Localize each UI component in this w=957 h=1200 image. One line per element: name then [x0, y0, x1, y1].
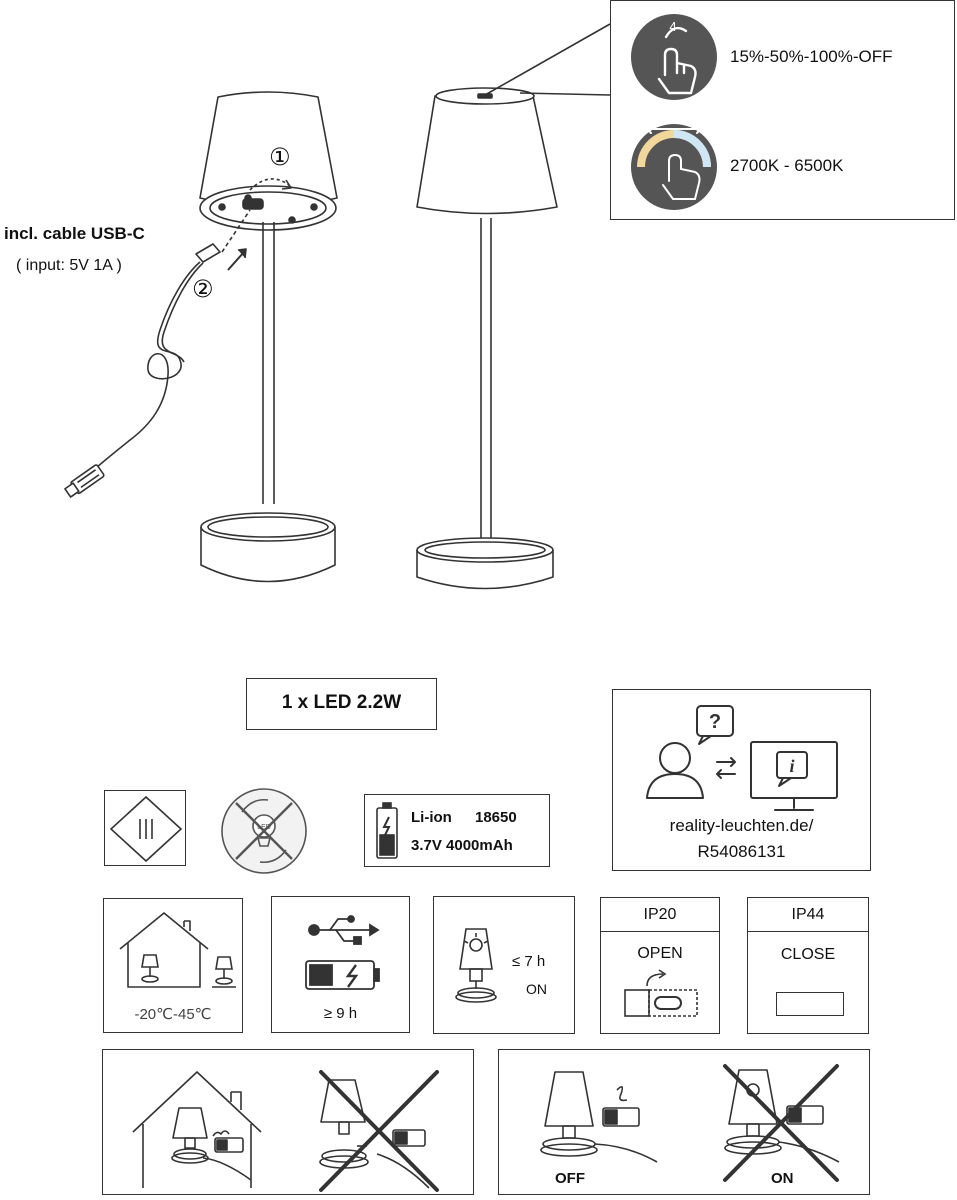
- battery-capacity: 3.7V 4000mAh: [411, 837, 513, 854]
- usb-symbol-icon: [308, 915, 380, 945]
- product-code: R54086131: [697, 842, 786, 861]
- cable-input-spec: ( input: 5V 1A ): [16, 257, 122, 274]
- led-spec-box: 1 x LED 2.2W: [246, 678, 437, 730]
- class-iii-box: [104, 790, 186, 866]
- step-2-marker: ②: [192, 275, 214, 303]
- person-icon: [646, 742, 704, 799]
- svg-text:?: ?: [709, 711, 721, 733]
- switch-state-charging-box: OFF ON: [498, 1049, 870, 1195]
- svg-text:i: i: [789, 756, 794, 776]
- touch-count-number: 4: [669, 19, 676, 34]
- website-info-box: ? i reality-leuchten.de/ R54086131: [612, 689, 871, 871]
- battery-icon: [376, 802, 398, 859]
- temperature-range-box: -20℃-45℃: [103, 898, 243, 1033]
- svg-text:LED: LED: [257, 824, 271, 831]
- ip44-rating: IP44: [791, 906, 825, 923]
- battery-size: 18650: [475, 809, 517, 826]
- battery-charging-icon: [305, 960, 380, 990]
- runtime-hours: ≤ 7 h: [512, 953, 546, 970]
- left-shade-bottom: [199, 185, 337, 231]
- led-spec-text: 1 x LED 2.2W: [281, 692, 402, 713]
- off-state-label: OFF: [555, 1170, 585, 1187]
- website-url[interactable]: reality-leuchten.de/: [669, 816, 814, 835]
- touch-controls-panel: 4 15%-50%-100%-OFF 2700K - 6500K: [610, 0, 955, 220]
- no-outdoor-charging-icon: [319, 1079, 430, 1189]
- ip20-box: IP20 OPEN: [600, 897, 720, 1034]
- cable-title: incl. cable USB-C: [4, 224, 145, 243]
- open-port-icon: [624, 969, 698, 1017]
- ip20-rating: IP20: [643, 906, 677, 923]
- charging-time-box: ≥ 9 h: [271, 896, 410, 1033]
- lamp-on-icon: [455, 928, 497, 1003]
- step-1-marker: ①: [269, 143, 291, 171]
- off-lamp-charging-icon: [540, 1071, 658, 1163]
- charge-indoors-box: [102, 1049, 474, 1195]
- ip20-state: OPEN: [637, 945, 683, 962]
- question-bubble-icon: [696, 705, 734, 745]
- charging-time-text: ≥ 9 h: [323, 1005, 358, 1022]
- closed-port-cover-icon: [776, 992, 844, 1016]
- outdoor-lamp-icon: [215, 956, 233, 985]
- ip44-box: IP44 CLOSE: [747, 897, 869, 1034]
- on-state-label: ON: [771, 1170, 794, 1187]
- class-iii-icon: [109, 795, 183, 863]
- ip44-state: CLOSE: [780, 946, 836, 963]
- runtime-state: ON: [526, 981, 547, 997]
- house-icon: [119, 912, 236, 988]
- battery-type: Li-ion: [411, 809, 452, 826]
- dimming-levels-text: 15%-50%-100%-OFF: [730, 47, 893, 66]
- runtime-box: ≤ 7 h ON: [433, 896, 575, 1034]
- indoor-lamp-icon: [141, 954, 159, 983]
- monitor-info-icon: [750, 741, 838, 811]
- lamp-assembly-drawing: [64, 23, 611, 590]
- battery-spec-box: Li-ion 18650 3.7V 4000mAh: [364, 794, 550, 867]
- color-temperature-text: 2700K - 6500K: [730, 156, 844, 175]
- right-lamp-shade: [416, 90, 558, 215]
- exchange-arrows-icon: [716, 757, 736, 779]
- temperature-range-text: -20℃-45℃: [134, 1006, 212, 1023]
- indoor-charging-icon: [132, 1071, 262, 1188]
